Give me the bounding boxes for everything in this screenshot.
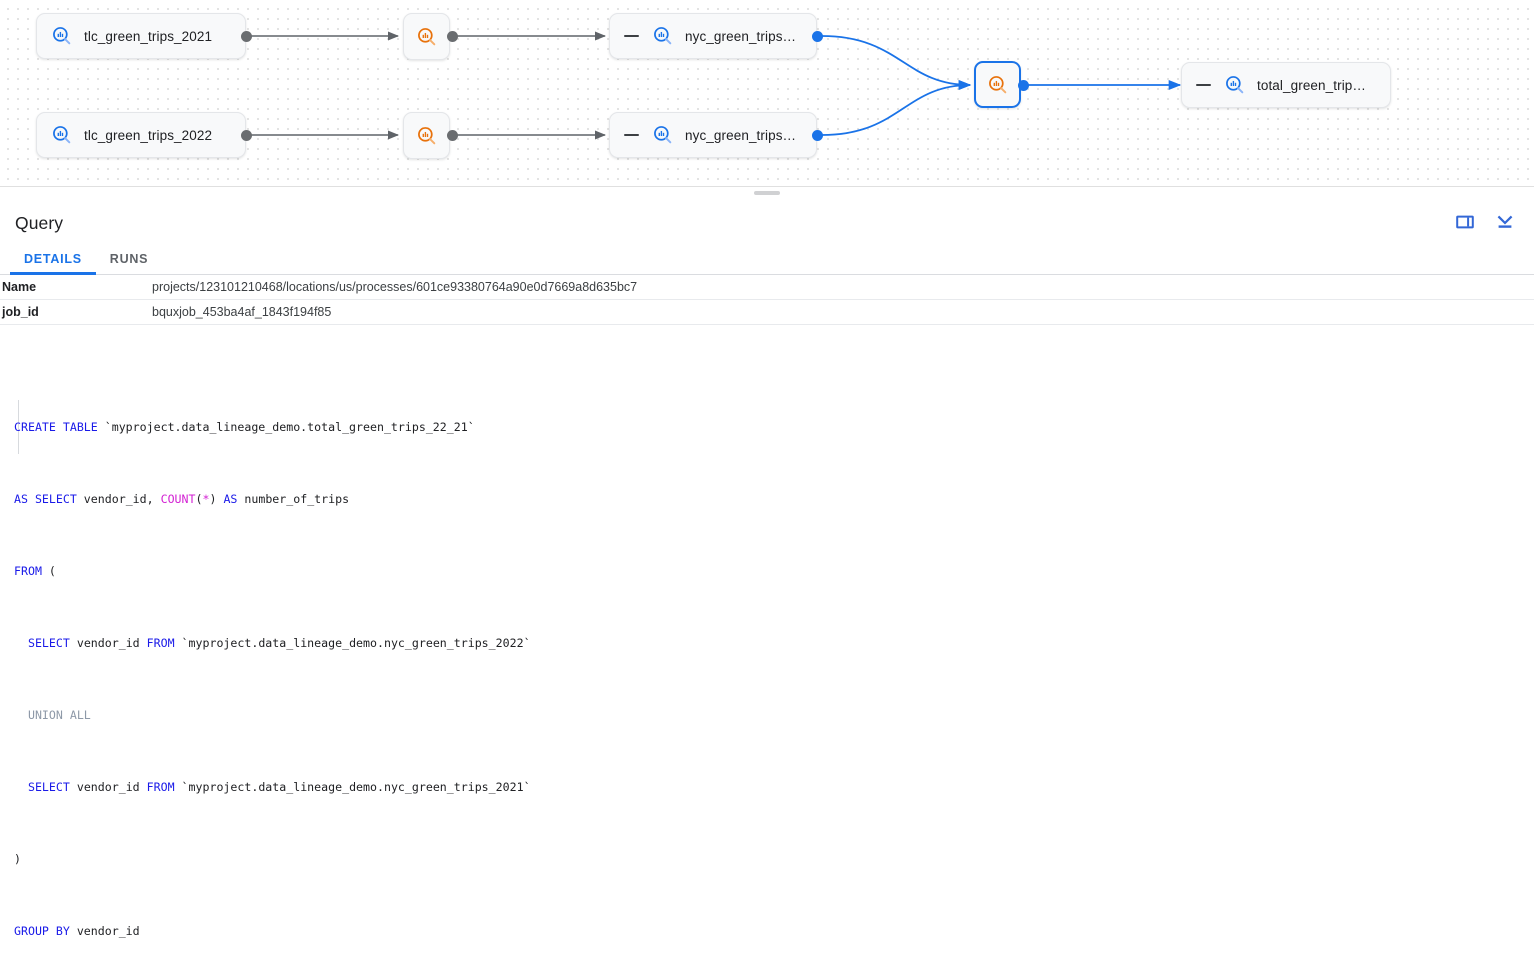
graph-node-output-port[interactable] — [1018, 80, 1029, 91]
panel-resize-handle[interactable] — [0, 186, 1534, 201]
sql-token-union-all: UNION ALL — [27, 708, 91, 722]
sql-token-keyword: SELECT — [27, 636, 70, 650]
sql-line: SELECT vendor_id FROM `myproject.data_li… — [14, 634, 1534, 652]
sql-line: AS SELECT vendor_id, COUNT(*) AS number_… — [14, 490, 1534, 508]
graph-node-label: tlc_green_trips_2022 — [84, 127, 213, 143]
details-table: Name projects/123101210468/locations/us/… — [0, 275, 1534, 325]
sql-token-keyword: FROM — [146, 636, 175, 650]
sql-line: ) — [14, 850, 1534, 868]
sql-line: CREATE TABLE `myproject.data_lineage_dem… — [14, 418, 1534, 436]
sql-token-text: number_of_trips — [237, 492, 350, 506]
graph-node-output-port[interactable] — [241, 130, 252, 141]
sql-token-text: ) — [209, 492, 224, 506]
sql-token-text: vendor_id — [69, 780, 147, 794]
sql-token-text: `myproject.data_lineage_demo.nyc_green_t… — [174, 636, 531, 650]
detail-key-name: Name — [0, 275, 152, 300]
bigquery-table-search-icon — [652, 25, 674, 47]
graph-node-label: nyc_green_trips… — [685, 28, 797, 44]
graph-node-output-port[interactable] — [812, 31, 823, 42]
panel-header-actions — [1452, 210, 1518, 236]
sql-token-text: `myproject.data_lineage_demo.nyc_green_t… — [174, 780, 531, 794]
bigquery-process-search-icon — [416, 26, 438, 48]
sql-token-text: ( — [41, 564, 56, 578]
sql-line: FROM ( — [14, 562, 1534, 580]
lineage-graph-canvas[interactable]: tlc_green_trips_2021 nyc_gr — [0, 0, 1534, 186]
collapse-node-icon[interactable] — [624, 134, 639, 136]
graph-node-label: nyc_green_trips… — [685, 127, 797, 143]
detail-value-job-id: bquxjob_453ba4af_1843f194f85 — [152, 299, 1534, 325]
sql-token-function: COUNT — [160, 492, 196, 506]
query-panel-tabs: DETAILS RUNS — [0, 245, 1534, 275]
tab-runs[interactable]: RUNS — [109, 252, 149, 266]
sql-token-keyword: CREATE TABLE — [14, 420, 98, 434]
sql-token-keyword: GROUP BY — [14, 924, 70, 938]
graph-node-label: tlc_green_trips_2021 — [84, 28, 213, 44]
sql-line: UNION ALL — [14, 706, 1534, 724]
query-panel-header: Query — [0, 201, 1534, 245]
graph-node-total-green-trips[interactable]: total_green_trip… — [1181, 62, 1391, 108]
sql-token-text: vendor_id — [69, 924, 140, 938]
sql-line: SELECT vendor_id FROM `myproject.data_li… — [14, 778, 1534, 796]
bigquery-table-search-icon — [1224, 74, 1246, 96]
resize-grip[interactable] — [754, 191, 780, 195]
graph-node-process-selected[interactable] — [974, 61, 1021, 108]
graph-node-nyc-green-trips-2021[interactable]: nyc_green_trips… — [609, 13, 817, 59]
detail-value-name: projects/123101210468/locations/us/proce… — [152, 275, 1534, 300]
graph-node-tlc-green-trips-2021[interactable]: tlc_green_trips_2021 — [36, 13, 246, 59]
collapse-panel-button[interactable] — [1492, 210, 1518, 236]
indent-guide — [18, 400, 19, 454]
graph-node-output-port[interactable] — [447, 130, 458, 141]
sql-token-keyword: SELECT — [27, 780, 70, 794]
panel-title: Query — [15, 212, 64, 233]
bigquery-table-search-icon — [652, 124, 674, 146]
sql-token-text: ( — [195, 492, 203, 506]
graph-node-process-1[interactable] — [403, 13, 450, 60]
split-panel-button[interactable] — [1452, 210, 1478, 236]
sql-token-text: vendor_id — [69, 636, 147, 650]
tab-details[interactable]: DETAILS — [10, 252, 96, 275]
sql-token-indent — [14, 780, 28, 794]
sql-token-keyword: AS SELECT — [14, 492, 77, 506]
collapse-panel-chevron-down-icon — [1495, 212, 1515, 235]
sql-token-keyword: AS — [223, 492, 238, 506]
bigquery-table-search-icon — [51, 25, 73, 47]
bigquery-table-search-icon — [51, 124, 73, 146]
collapse-node-icon[interactable] — [1196, 84, 1211, 86]
collapse-node-icon[interactable] — [624, 35, 639, 37]
graph-node-output-port[interactable] — [812, 130, 823, 141]
sql-token-keyword: FROM — [14, 564, 42, 578]
bigquery-process-search-icon — [987, 74, 1009, 96]
sql-token-star: * — [202, 492, 210, 506]
sql-line: GROUP BY vendor_id — [14, 922, 1534, 940]
graph-node-output-port[interactable] — [241, 31, 252, 42]
sql-token-indent — [14, 636, 28, 650]
graph-node-label: total_green_trip… — [1257, 77, 1367, 93]
sql-token-keyword: FROM — [146, 780, 175, 794]
graph-node-process-2[interactable] — [403, 112, 450, 159]
graph-node-nyc-green-trips-2022[interactable]: nyc_green_trips… — [609, 112, 817, 158]
sql-query-code-block[interactable]: CREATE TABLE `myproject.data_lineage_dem… — [0, 346, 1534, 958]
split-panel-icon — [1455, 212, 1475, 235]
table-row: job_id bquxjob_453ba4af_1843f194f85 — [0, 299, 1534, 325]
graph-node-tlc-green-trips-2022[interactable]: tlc_green_trips_2022 — [36, 112, 246, 158]
detail-key-job-id: job_id — [0, 299, 152, 325]
sql-token-text: `myproject.data_lineage_demo.total_green… — [97, 420, 475, 434]
sql-token-text: vendor_id, — [76, 492, 161, 506]
sql-token-indent — [14, 708, 28, 722]
sql-token-text: ) — [14, 852, 21, 866]
graph-node-output-port[interactable] — [447, 31, 458, 42]
bigquery-process-search-icon — [416, 125, 438, 147]
table-row: Name projects/123101210468/locations/us/… — [0, 275, 1534, 300]
